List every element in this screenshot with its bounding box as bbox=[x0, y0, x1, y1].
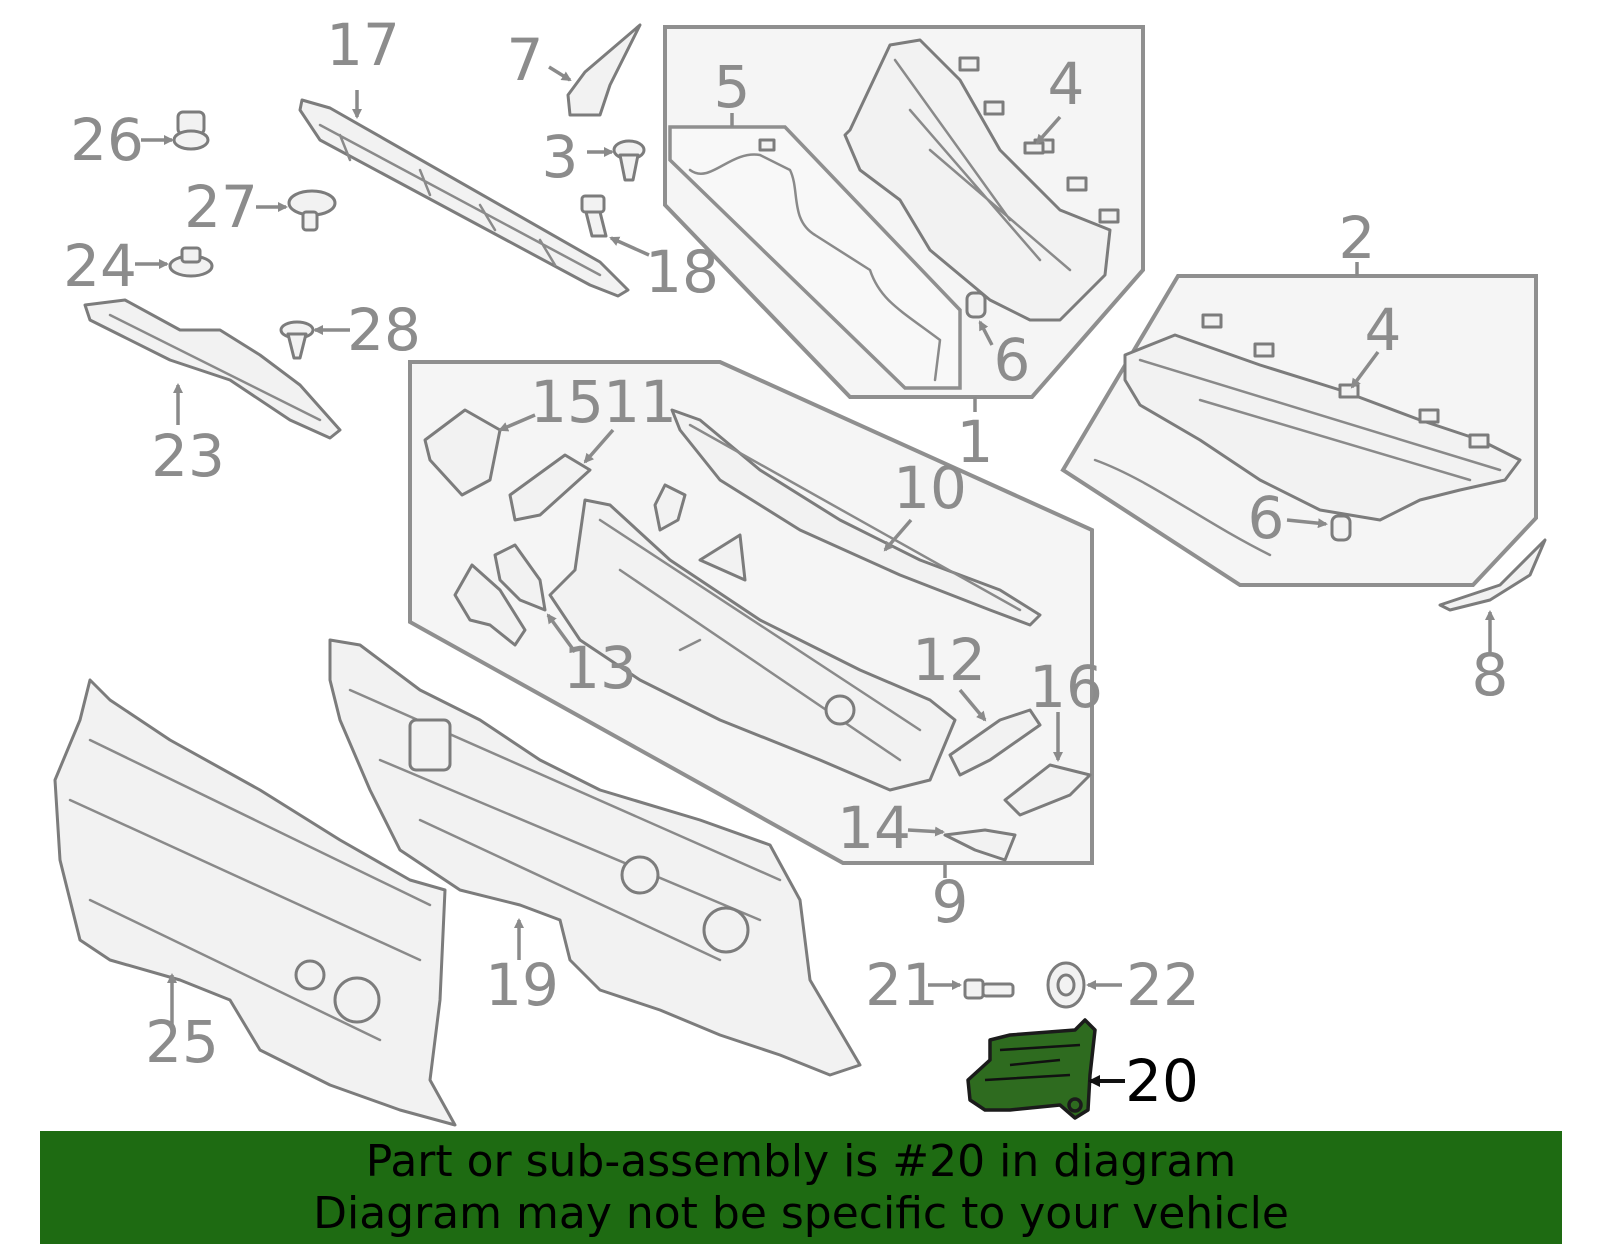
callout-3: 3 bbox=[542, 123, 579, 191]
part-26-clip bbox=[172, 110, 210, 151]
callout-27: 27 bbox=[184, 173, 258, 241]
leader-lines bbox=[135, 65, 1495, 1087]
callout-24: 24 bbox=[63, 232, 137, 300]
callout-6a: 6 bbox=[994, 326, 1031, 394]
callout-16: 16 bbox=[1029, 653, 1103, 721]
part-6b-cap bbox=[1330, 514, 1352, 542]
part-small-bracket-b bbox=[698, 533, 747, 582]
callout-23: 23 bbox=[151, 422, 225, 490]
callout-18: 18 bbox=[645, 238, 719, 306]
part-small-bracket-a bbox=[653, 483, 687, 532]
part-18-bolt bbox=[580, 194, 608, 238]
part-19-dash-panel bbox=[328, 638, 862, 1077]
part-6a-cap bbox=[965, 291, 987, 319]
callout-22: 22 bbox=[1126, 951, 1200, 1019]
callout-5: 5 bbox=[714, 53, 751, 121]
banner-line-disclaimer: Diagram may not be specific to your vehi… bbox=[313, 1187, 1289, 1239]
banner-line-part: Part or sub-assembly is #20 in diagram bbox=[365, 1135, 1237, 1187]
info-banner: Part or sub-assembly is #20 in diagram D… bbox=[40, 1131, 1562, 1244]
part-17-rail bbox=[298, 98, 630, 298]
part-7-trim bbox=[566, 23, 642, 117]
part-13-bracket bbox=[453, 563, 527, 647]
callout-4a: 4 bbox=[1048, 50, 1085, 118]
callout-10: 10 bbox=[893, 454, 967, 522]
part-20-highlighted[interactable] bbox=[966, 1018, 1097, 1120]
part-8-trim bbox=[1438, 538, 1547, 612]
part-2-cowl-panel bbox=[1093, 313, 1522, 557]
part-9-cowl-main bbox=[548, 498, 957, 792]
callout-28: 28 bbox=[347, 296, 421, 364]
part-11-bracket bbox=[508, 453, 592, 522]
part-1-cowl-panel bbox=[843, 38, 1120, 322]
part-12-bracket bbox=[948, 708, 1042, 777]
part-23-panel bbox=[83, 298, 342, 440]
part-15-bracket bbox=[423, 408, 502, 497]
part-10-rail bbox=[670, 408, 1042, 627]
part-22-nut bbox=[1046, 961, 1086, 1009]
callout-14: 14 bbox=[837, 794, 911, 862]
part-25-insulator bbox=[53, 678, 457, 1127]
group-5-subbox bbox=[668, 125, 962, 390]
part-27-fastener bbox=[287, 189, 337, 232]
part-14-bracket bbox=[943, 828, 1017, 862]
callout-25: 25 bbox=[145, 1008, 219, 1076]
part-13b-bracket bbox=[493, 543, 547, 612]
callout-1: 1 bbox=[957, 408, 994, 476]
part-3-clip bbox=[612, 139, 646, 182]
callout-9: 9 bbox=[932, 868, 969, 936]
part-21-bolt bbox=[963, 978, 1015, 1000]
part-28-clip bbox=[279, 320, 315, 360]
callout-26: 26 bbox=[70, 106, 144, 174]
callout-4b: 4 bbox=[1365, 296, 1402, 364]
callout-21: 21 bbox=[865, 951, 939, 1019]
callout-8: 8 bbox=[1472, 641, 1509, 709]
part-24-nut bbox=[168, 246, 214, 278]
callout-15: 15 bbox=[530, 368, 604, 436]
callout-labels: 1 2 3 4 4 5 6 6 7 8 9 10 11 12 13 14 15 … bbox=[63, 11, 1508, 1115]
callout-7: 7 bbox=[507, 26, 544, 94]
callout-13: 13 bbox=[563, 634, 637, 702]
part-16-bracket bbox=[1003, 763, 1092, 817]
callout-2: 2 bbox=[1339, 204, 1376, 272]
callout-11: 11 bbox=[603, 368, 677, 436]
callout-6b: 6 bbox=[1248, 484, 1285, 552]
callout-19: 19 bbox=[485, 951, 559, 1019]
part-5-hose bbox=[688, 138, 942, 382]
callout-20[interactable]: 20 bbox=[1125, 1047, 1199, 1115]
callout-17: 17 bbox=[326, 11, 400, 79]
callout-12: 12 bbox=[912, 626, 986, 694]
